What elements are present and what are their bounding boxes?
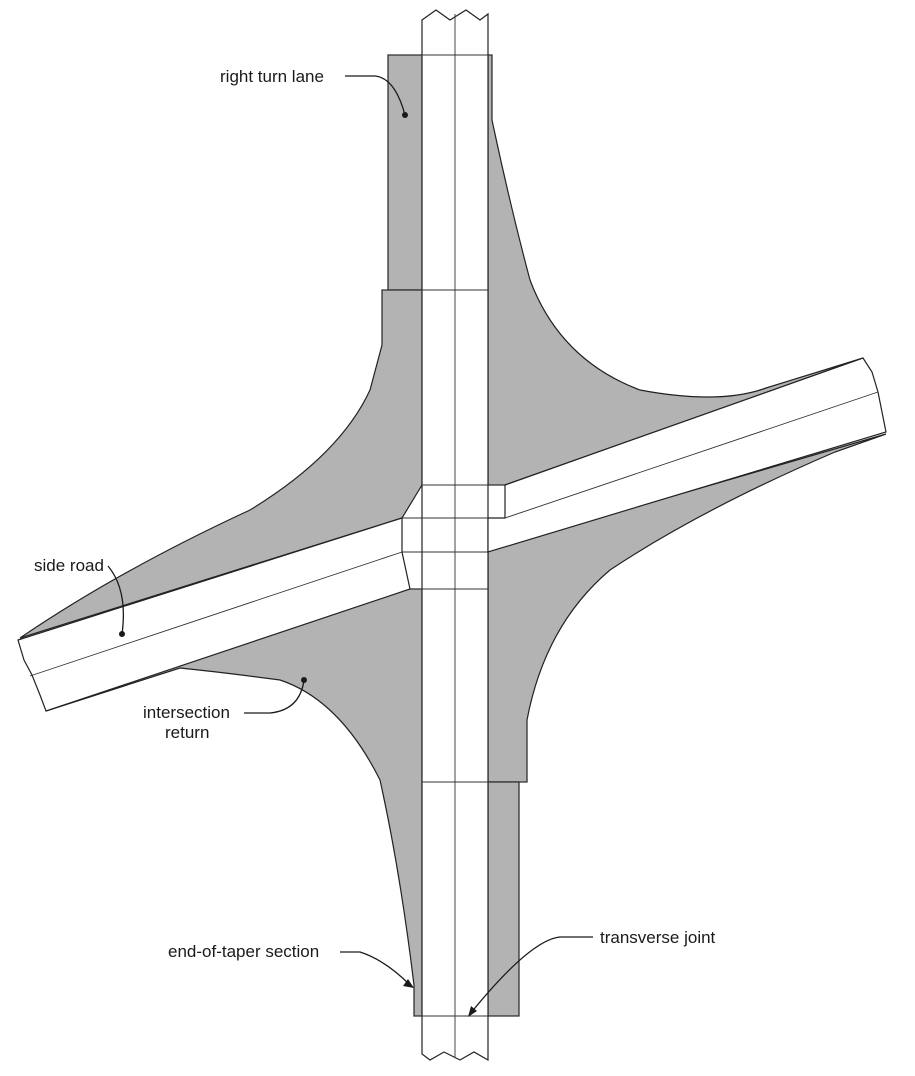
end-of-taper-leader — [340, 951, 411, 986]
leader-dot — [402, 112, 408, 118]
side-road-right-slab — [487, 357, 887, 553]
upper-right-return-area — [487, 54, 864, 486]
side-road-right-centerline — [504, 391, 879, 519]
callouts: right turn lane side road intersection r… — [34, 67, 716, 1017]
lower-right-strip-area — [487, 781, 520, 1017]
intersection-return-label-line1: intersection — [143, 703, 230, 722]
upper-left-return-area — [19, 289, 423, 639]
leader-dot — [119, 631, 125, 637]
lower-left-return-area — [45, 588, 423, 1017]
side-road-label: side road — [34, 556, 104, 575]
transverse-joint-label: transverse joint — [600, 928, 716, 947]
arrow-head — [468, 1006, 477, 1017]
arrow-head — [403, 979, 414, 988]
right-turn-lane-area — [387, 54, 423, 291]
main-road — [382, 9, 527, 1062]
leader-dot — [301, 677, 307, 683]
right-turn-lane-leader — [345, 75, 406, 116]
side-road — [17, 357, 887, 712]
side-road-left-centerline — [29, 551, 403, 677]
end-of-taper-section-label: end-of-taper section — [168, 942, 319, 961]
right-turn-lane-label: right turn lane — [220, 67, 324, 86]
intersection-return-label-line2: return — [165, 723, 209, 742]
transverse-joint-leader — [469, 936, 593, 1015]
intersection-return-leader — [244, 679, 305, 714]
side-road-leader — [107, 565, 125, 635]
